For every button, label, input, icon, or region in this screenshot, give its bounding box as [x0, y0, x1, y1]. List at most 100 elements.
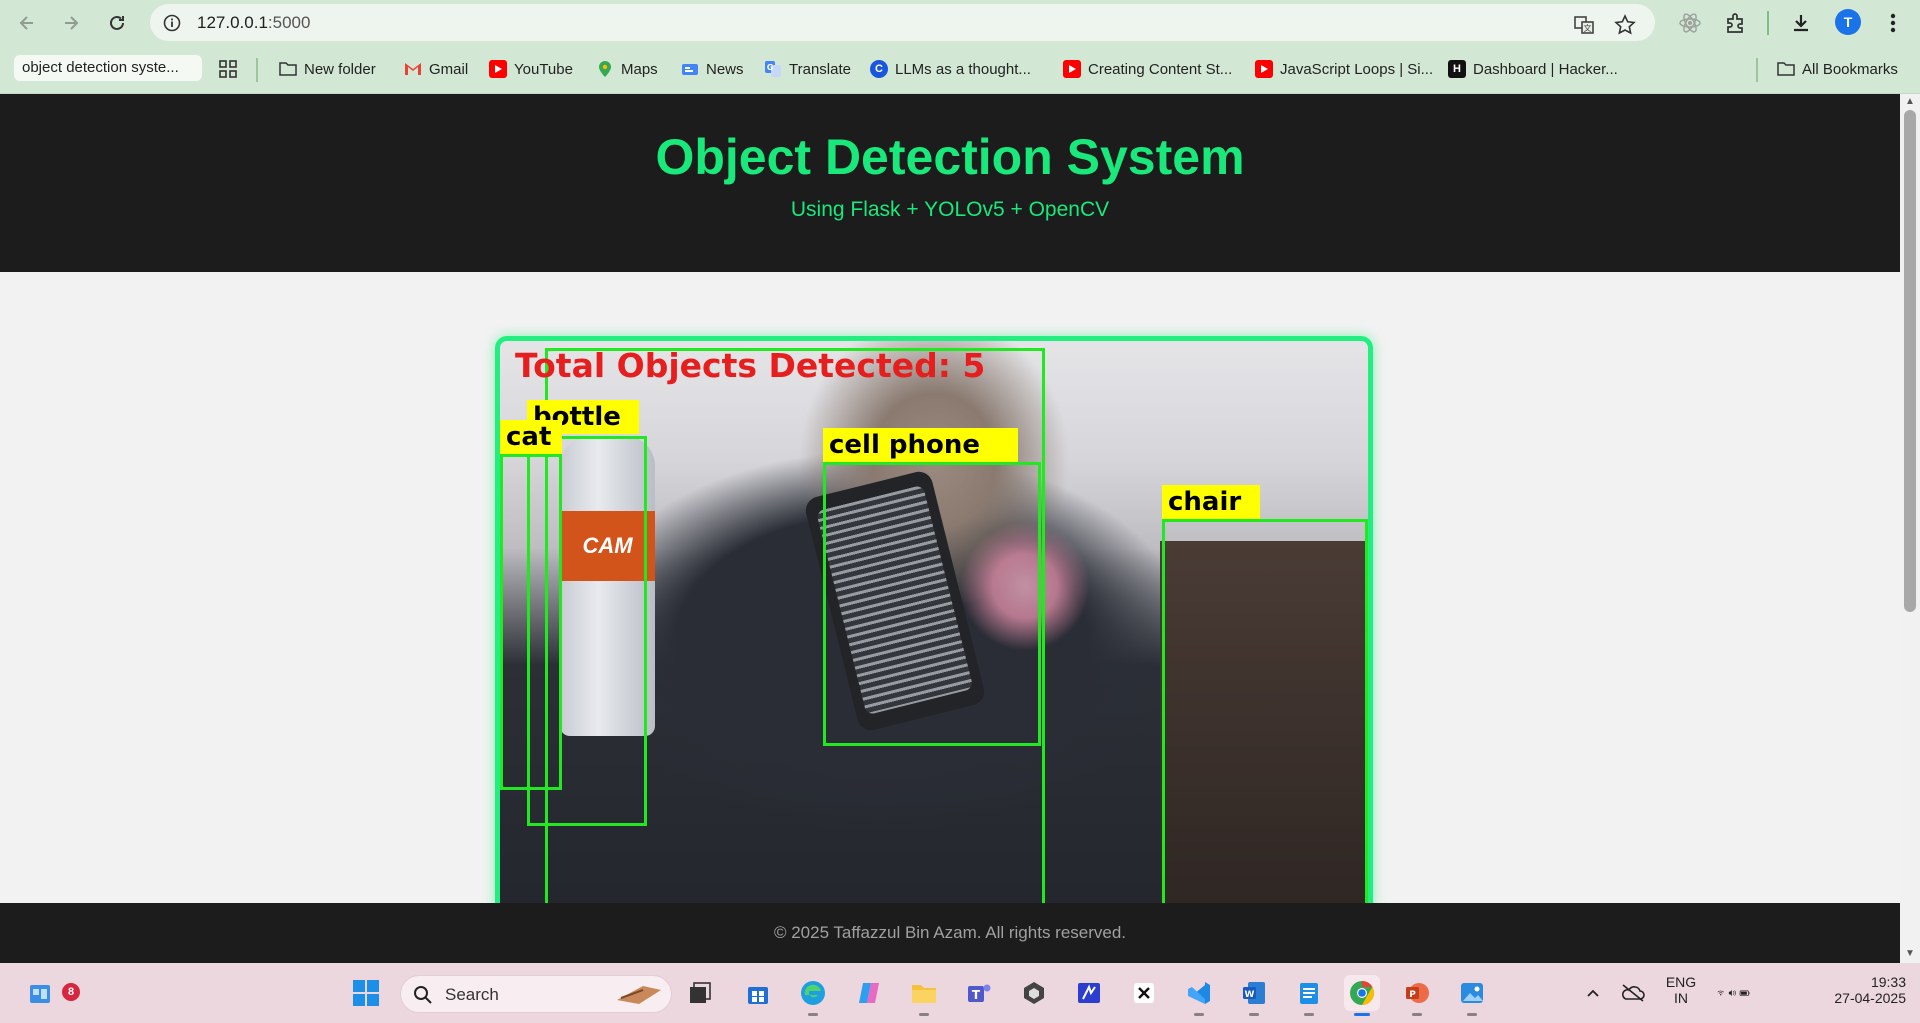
profile-avatar[interactable]: T	[1835, 9, 1861, 35]
maps-icon	[596, 60, 614, 78]
bookmark-news[interactable]: News	[681, 57, 744, 81]
bookmark-label: New folder	[304, 60, 376, 78]
browser-toolbar: 127.0.0.1:5000 文 T	[0, 0, 1920, 46]
show-hidden-icons-button[interactable]	[1575, 975, 1611, 1011]
back-arrow-icon	[19, 16, 33, 30]
start-button[interactable]	[348, 975, 384, 1011]
onedrive-button[interactable]	[1615, 975, 1651, 1011]
quick-settings-button[interactable]	[1716, 975, 1752, 1011]
taskbar-search[interactable]: Search	[400, 975, 672, 1013]
bottle-bounding-box	[527, 436, 647, 826]
unity-button[interactable]	[1016, 975, 1052, 1011]
photos-button[interactable]	[1454, 975, 1490, 1016]
bookmark-translate[interactable]: G Translate	[764, 57, 851, 81]
clock[interactable]: 19:33 27-04-2025	[1806, 974, 1906, 1006]
site-info-icon[interactable]	[160, 11, 184, 35]
person-bounding-box	[545, 348, 1045, 931]
total-objects-count: Total Objects Detected: 5	[515, 346, 986, 385]
extensions-icon[interactable]	[1721, 8, 1751, 38]
translate-page-icon[interactable]: 文	[1570, 11, 1598, 39]
powerpoint-button[interactable]: P	[1399, 975, 1435, 1016]
bookmark-star-icon[interactable]	[1611, 11, 1639, 39]
page-subtitle: Using Flask + YOLOv5 + OpenCV	[790, 198, 1110, 221]
svg-text:T: T	[972, 988, 981, 1002]
chrome-c-icon: C	[870, 60, 888, 78]
copilot-icon	[859, 983, 879, 1003]
page-viewport: Object Detection System Using Flask + YO…	[0, 94, 1900, 963]
scroll-down-arrow-icon[interactable]: ▼	[1905, 948, 1915, 959]
scroll-up-arrow-icon[interactable]: ▲	[1905, 96, 1915, 107]
edge-button[interactable]	[795, 975, 831, 1016]
scene-chair	[1160, 541, 1368, 931]
bookmark-gmail[interactable]: Gmail	[404, 57, 468, 81]
scroll-thumb[interactable]	[1904, 110, 1916, 612]
active-tab-chip[interactable]: object detection syste...	[14, 55, 202, 81]
powerpoint-icon: P	[1406, 983, 1429, 1003]
downloads-icon[interactable]	[1786, 8, 1816, 38]
search-label: Search	[445, 985, 499, 1004]
vscode-button[interactable]	[1181, 975, 1217, 1016]
bookmarks-separator	[1756, 58, 1758, 82]
chrome-icon	[1350, 981, 1375, 1005]
bottle-detection-label: bottle	[527, 400, 639, 434]
page-scrollbar[interactable]: ▲ ▼	[1900, 94, 1920, 963]
bookmark-new-folder[interactable]: New folder	[279, 57, 376, 81]
running-indicator	[808, 1013, 818, 1016]
toolbar-separator	[1767, 11, 1769, 35]
notepad-button[interactable]	[1291, 975, 1327, 1016]
word-button[interactable]: W	[1236, 975, 1272, 1016]
powerautomate-button[interactable]	[1071, 975, 1107, 1011]
svg-text:P: P	[1409, 990, 1416, 1000]
react-devtools-icon[interactable]	[1675, 8, 1705, 38]
page-footer: © 2025 Taffazzul Bin Azam. All rights re…	[0, 903, 1900, 963]
bookmark-creating-content[interactable]: Creating Content St...	[1063, 57, 1232, 81]
windows-taskbar: 8 Search T W	[0, 963, 1920, 1023]
folder-icon	[279, 60, 297, 78]
folder-icon	[912, 985, 936, 1003]
running-indicator	[1249, 1013, 1259, 1016]
notepad-icon	[1300, 983, 1318, 1004]
video-feed: CAM bottle cat cell phone chair Total Ob…	[495, 336, 1373, 936]
copilot-button[interactable]	[851, 975, 887, 1011]
apps-grid-icon	[219, 60, 237, 78]
all-bookmarks-button[interactable]: All Bookmarks	[1777, 57, 1898, 81]
page-title: Object Detection System	[655, 129, 1245, 185]
bookmark-hackerrank[interactable]: H Dashboard | Hacker...	[1448, 57, 1618, 81]
all-bookmarks-label: All Bookmarks	[1802, 60, 1898, 78]
cat-bounding-box	[500, 454, 562, 790]
address-bar[interactable]: 127.0.0.1:5000 文	[150, 4, 1655, 41]
apps-grid-button[interactable]	[218, 57, 238, 81]
bookmark-maps[interactable]: Maps	[596, 57, 658, 81]
widgets-button[interactable]: 8	[22, 975, 80, 1011]
running-indicator	[1412, 1013, 1422, 1016]
bookmark-label: Creating Content St...	[1088, 60, 1233, 78]
back-button[interactable]	[11, 7, 43, 39]
forward-arrow-icon	[65, 16, 79, 30]
bookmark-javascript-loops[interactable]: JavaScript Loops | Si...	[1255, 57, 1433, 81]
bookmark-llms[interactable]: C LLMs as a thought...	[870, 57, 1031, 81]
bookmarks-separator	[256, 58, 258, 82]
task-view-button[interactable]	[682, 975, 718, 1011]
reload-button[interactable]	[101, 7, 133, 39]
capcut-button[interactable]	[1126, 975, 1162, 1011]
bookmark-youtube[interactable]: YouTube	[489, 57, 573, 81]
chair-bounding-box	[1162, 519, 1368, 931]
teams-button[interactable]: T	[961, 975, 997, 1011]
ms-store-button[interactable]	[740, 975, 776, 1011]
browser-menu-icon[interactable]	[1878, 8, 1908, 38]
svg-text:G: G	[767, 63, 774, 72]
search-highlight-icon	[617, 986, 661, 1004]
cell-phone-detection-label: cell phone	[823, 428, 1018, 462]
hackerrank-icon: H	[1448, 60, 1466, 78]
file-explorer-button[interactable]	[906, 975, 942, 1016]
store-icon	[748, 987, 768, 1004]
chevron-up-icon	[1587, 989, 1599, 997]
forward-button[interactable]	[55, 7, 87, 39]
chrome-button[interactable]	[1344, 975, 1380, 1016]
page-header: Object Detection System Using Flask + YO…	[0, 94, 1900, 272]
url-text[interactable]: 127.0.0.1:5000	[197, 13, 310, 33]
copyright-text: © 2025 Taffazzul Bin Azam. All rights re…	[773, 923, 1127, 942]
running-indicator	[1467, 1013, 1477, 1016]
language-indicator[interactable]: ENG IN	[1660, 974, 1702, 1006]
widgets-icon	[30, 985, 50, 1003]
